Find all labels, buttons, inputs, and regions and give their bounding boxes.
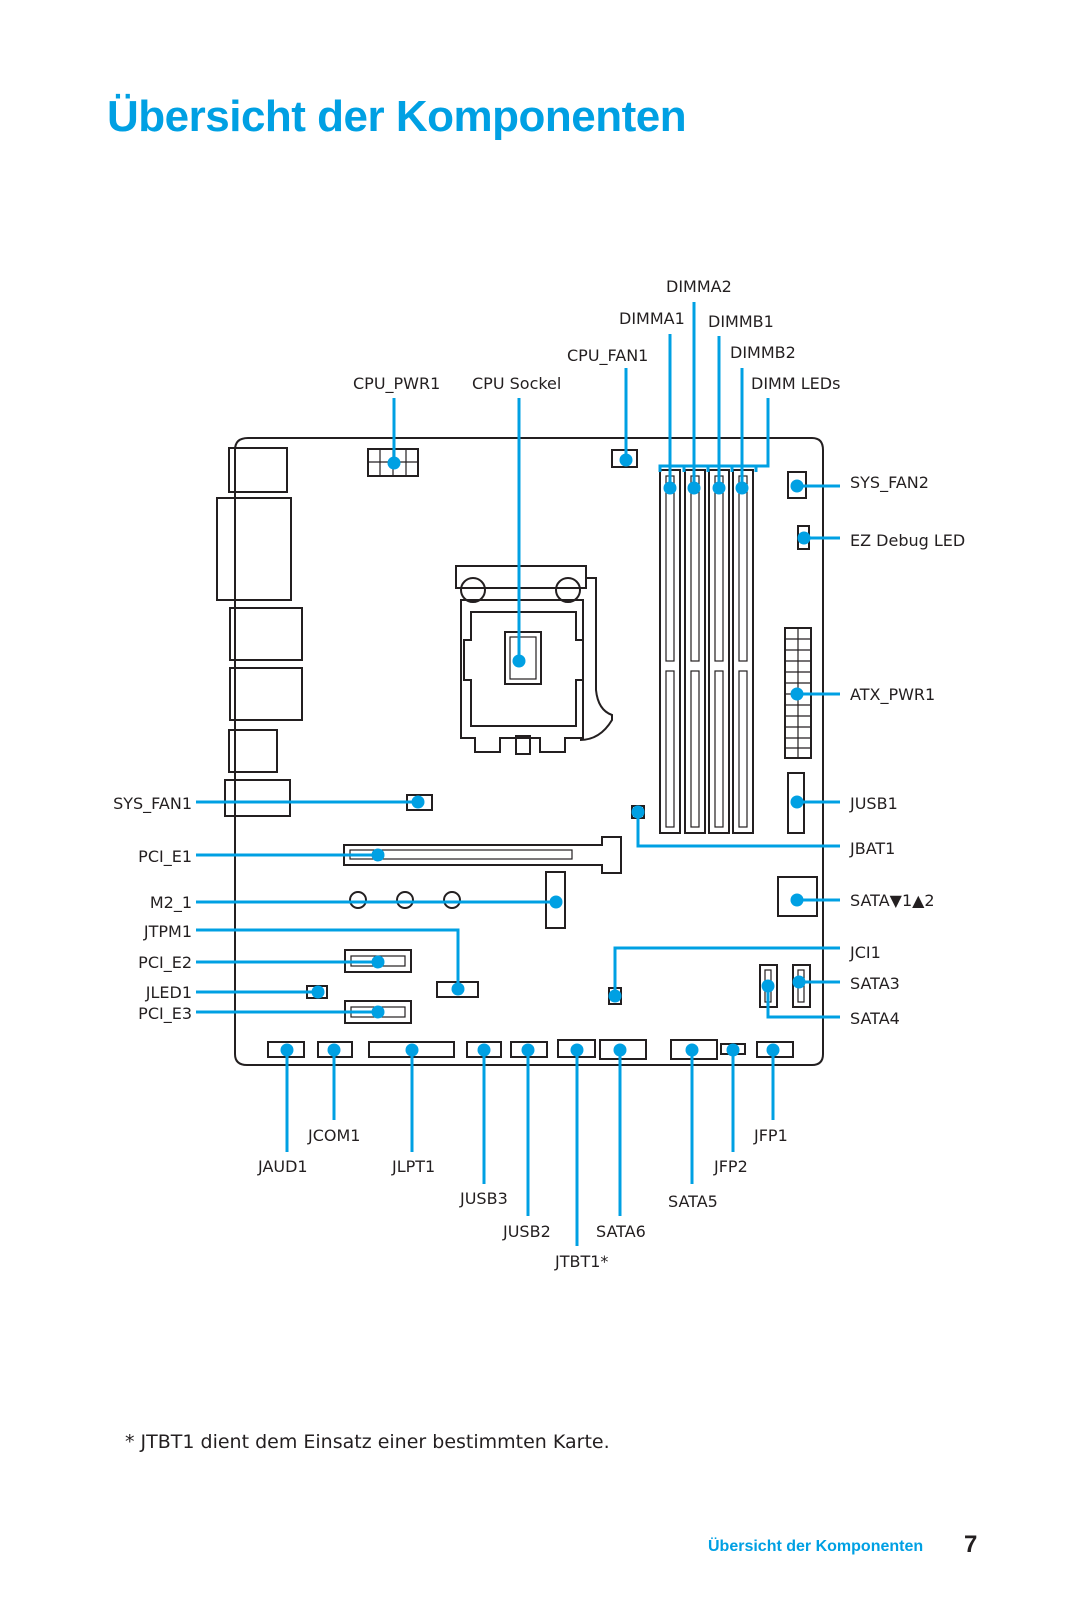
label-cpu-fan1: CPU_FAN1 [567, 346, 648, 366]
label-pci-e2: PCI_E2 [138, 953, 192, 973]
page-title: Übersicht der Komponenten [107, 92, 687, 141]
footnote: * JTBT1 dient dem Einsatz einer bestimmt… [125, 1431, 610, 1453]
label-jusb1: JUSB1 [849, 794, 898, 813]
label-cpu-sockel: CPU Sockel [472, 374, 561, 393]
label-pci-e3: PCI_E3 [138, 1004, 192, 1024]
label-sata5: SATA5 [668, 1192, 718, 1211]
label-jusb2: JUSB2 [502, 1222, 551, 1241]
atx-pwr1-connector [784, 627, 812, 759]
label-atx-pwr1: ATX_PWR1 [850, 685, 935, 705]
label-dimmb1: DIMMB1 [708, 312, 774, 331]
label-jusb3: JUSB3 [459, 1189, 508, 1208]
label-ez-debug-led: EZ Debug LED [850, 531, 965, 550]
leader-lines [196, 302, 840, 1246]
footer-section-title: Übersicht der Komponenten [708, 1538, 924, 1555]
label-jbat1: JBAT1 [849, 839, 895, 858]
cpu-socket [455, 565, 613, 755]
page-number: 7 [964, 1531, 978, 1558]
label-sys-fan1: SYS_FAN1 [113, 794, 192, 814]
label-pci-e1: PCI_E1 [138, 847, 192, 867]
board-outline [234, 437, 824, 1066]
label-dimma2: DIMMA2 [666, 277, 732, 296]
connector-dots [280, 453, 811, 1057]
label-jled1: JLED1 [145, 983, 192, 1002]
label-jtpm1: JTPM1 [143, 922, 192, 941]
sata12-connector [777, 876, 818, 917]
label-sata4: SATA4 [850, 1009, 900, 1028]
label-dimmb2: DIMMB2 [730, 343, 796, 362]
label-dimm-leds: DIMM LEDs [751, 374, 840, 393]
label-sata12: SATA▼1▲2 [850, 891, 935, 910]
label-jaud1: JAUD1 [257, 1157, 308, 1176]
rear-io-panel [216, 447, 303, 817]
label-sata6: SATA6 [596, 1222, 646, 1241]
label-cpu-pwr1: CPU_PWR1 [353, 374, 440, 394]
label-jlpt1: JLPT1 [391, 1157, 435, 1176]
label-jcom1: JCOM1 [307, 1126, 360, 1145]
label-jfp1: JFP1 [753, 1126, 788, 1145]
label-jfp2: JFP2 [713, 1157, 748, 1176]
label-sata3: SATA3 [850, 974, 900, 993]
label-dimma1: DIMMA1 [619, 309, 685, 328]
dimm-slots [659, 469, 754, 834]
label-jci1: JCI1 [849, 943, 881, 962]
label-m2-1: M2_1 [150, 893, 192, 913]
pci-e1-slot [343, 836, 622, 874]
label-sys-fan2: SYS_FAN2 [850, 473, 929, 493]
label-jtbt1: JTBT1* [554, 1252, 608, 1271]
m2-1-slot [349, 871, 566, 929]
